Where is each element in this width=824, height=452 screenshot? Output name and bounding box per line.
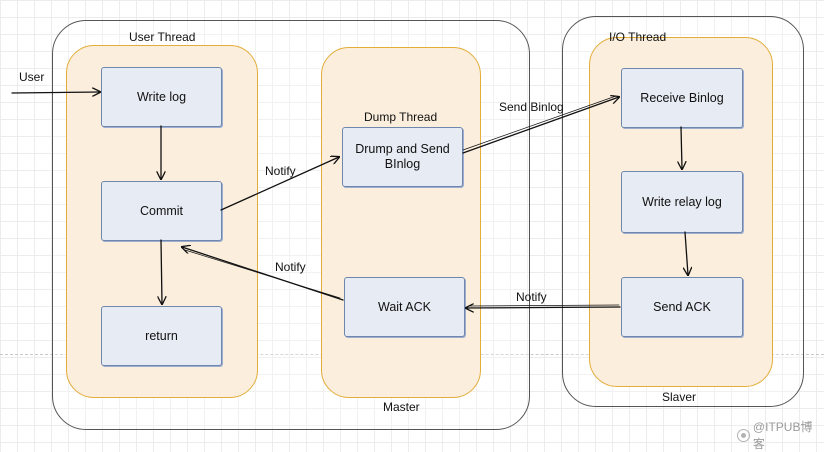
wait-ack-text: Wait ACK bbox=[377, 299, 432, 314]
dump-send-binlog-text-line1: Drump and Send bbox=[355, 142, 450, 156]
arrow-wait-ack-to-commit bbox=[182, 247, 344, 301]
send-ack-box: Send ACK bbox=[621, 277, 743, 337]
arrow-send-ack-to-wait-ack bbox=[466, 307, 621, 308]
watermark: @ITPUB博客 bbox=[737, 418, 824, 452]
notify-slave-label: Notify bbox=[516, 290, 547, 304]
flow-arrows bbox=[11, 0, 824, 442]
arrow-receive-to-relay bbox=[681, 126, 682, 169]
write-relay-log-text: Write relay log bbox=[642, 194, 722, 209]
arrow-dump-to-receive bbox=[462, 97, 619, 154]
user-thread-label: User Thread bbox=[129, 30, 196, 44]
master-label: Master bbox=[383, 400, 420, 414]
write-relay-log-box: Write relay log bbox=[621, 171, 743, 233]
io-thread-label: I/O Thread bbox=[609, 30, 667, 44]
slaver-label: Slaver bbox=[662, 390, 697, 404]
arrow-commit-to-dump bbox=[220, 157, 339, 211]
notify-commit-label: Notify bbox=[265, 164, 296, 178]
write-log-text: Write log bbox=[136, 89, 187, 104]
arrow-user-to-write-log bbox=[11, 92, 100, 93]
receive-binlog-text: Receive Binlog bbox=[640, 90, 724, 105]
arrow-commit-to-return bbox=[161, 239, 162, 304]
dump-send-binlog-box: Drump and Send BInlog bbox=[342, 127, 463, 187]
return-text: return bbox=[145, 328, 178, 343]
arrow-send-ack-to-wait-ack-sketch bbox=[469, 304, 620, 307]
return-box: return bbox=[101, 306, 222, 366]
dump-thread-lane bbox=[321, 47, 481, 398]
send-binlog-label: Send Binlog bbox=[499, 100, 564, 114]
commit-text: Commit bbox=[139, 203, 184, 218]
dump-thread-label: Dump Thread bbox=[364, 110, 438, 124]
dump-send-binlog-text-line2: BInlog bbox=[384, 157, 421, 171]
user-label: User bbox=[19, 70, 45, 84]
write-log-box: Write log bbox=[101, 67, 222, 127]
watermark-text: @ITPUB博客 bbox=[752, 420, 813, 451]
watermark-logo-icon bbox=[737, 428, 750, 442]
wait-ack-box: Wait ACK bbox=[344, 277, 465, 337]
arrow-wait-ack-to-commit-sketch bbox=[184, 249, 341, 299]
notify-ack-label: Notify bbox=[275, 260, 306, 274]
send-ack-text: Send ACK bbox=[653, 299, 711, 314]
arrow-dump-to-receive-sketch bbox=[462, 95, 617, 151]
arrow-relay-to-send-ack bbox=[685, 231, 688, 275]
commit-box: Commit bbox=[101, 181, 222, 241]
receive-binlog-box: Receive Binlog bbox=[621, 68, 743, 128]
